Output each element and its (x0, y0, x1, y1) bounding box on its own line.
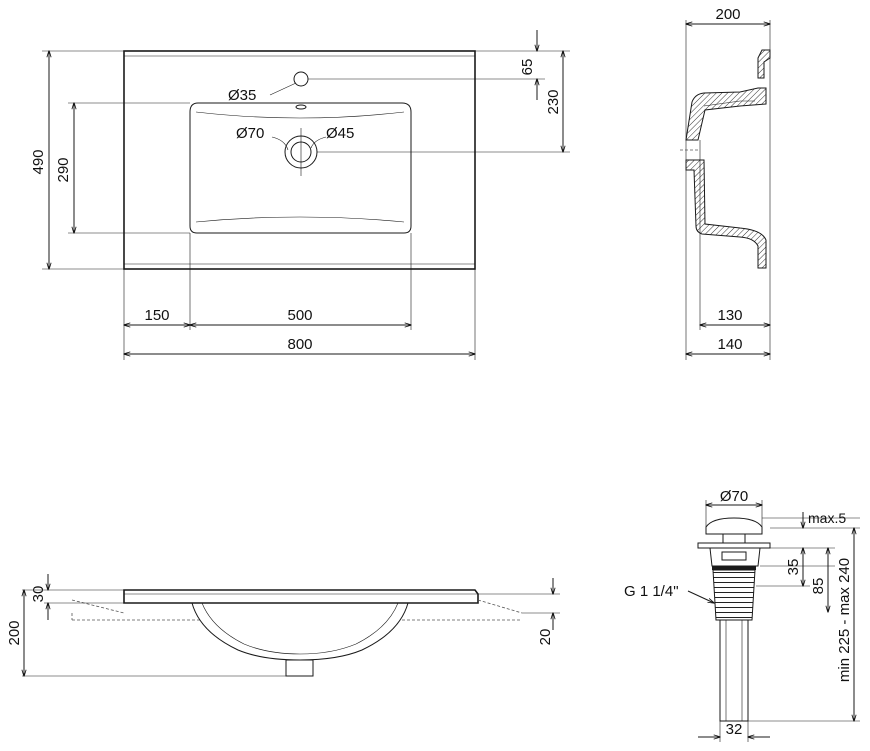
dim-rim-height: 30 (30, 586, 47, 603)
section-bowl (685, 159, 767, 269)
label-drain-outer: Ø70 (236, 125, 264, 142)
section-back (757, 49, 771, 79)
dim-drain-offset: 230 (545, 89, 562, 114)
side-section: 200 130 140 (680, 6, 770, 360)
tap-hole (293, 71, 309, 87)
front-view: 30 200 20 (6, 574, 560, 676)
dim-bowl-depth: 290 (55, 157, 72, 182)
dim-drain-outer-offset: 140 (717, 336, 742, 353)
top-view: 150 500 800 490 290 65 230 Ø35 Ø70 Ø45 (30, 30, 570, 360)
drain-flange (697, 542, 771, 549)
dim-cap-diameter: Ø70 (720, 488, 748, 505)
drain-thread (712, 569, 756, 621)
dim-total-depth: 490 (30, 149, 47, 174)
label-tap-diameter: Ø35 (228, 87, 256, 104)
drain-body (709, 547, 761, 567)
drain-pipe (719, 619, 749, 722)
dim-flange-height: 35 (785, 559, 802, 576)
dim-body-height: 85 (810, 578, 827, 595)
label-thread: G 1 1/4" (624, 583, 679, 600)
front-drain-stub (285, 659, 314, 677)
dim-left-offset: 150 (144, 307, 169, 324)
front-top-slab (123, 589, 479, 604)
dim-pipe-length: min 225 - max 240 (836, 558, 853, 682)
bowl-outline (189, 102, 412, 234)
dim-total-width: 800 (287, 336, 312, 353)
basin-outline (123, 50, 476, 270)
label-drain-inner: Ø45 (326, 125, 354, 142)
section-overflow (685, 87, 767, 141)
dim-tap-offset: 65 (519, 59, 536, 76)
dim-edge-thickness: 20 (537, 629, 554, 646)
dim-cap-height: max.5 (808, 510, 846, 526)
dim-section-width: 200 (715, 6, 740, 23)
overflow-slot (295, 104, 307, 110)
dim-pipe-diameter: 32 (726, 721, 743, 738)
drain-cap (705, 517, 763, 535)
dim-bowl-width: 500 (287, 307, 312, 324)
dim-total-height: 200 (6, 620, 23, 645)
dim-drain-inner-offset: 130 (717, 307, 742, 324)
drain-detail: Ø70 max.5 35 85 min 225 - max 240 32 G 1… (624, 488, 860, 742)
